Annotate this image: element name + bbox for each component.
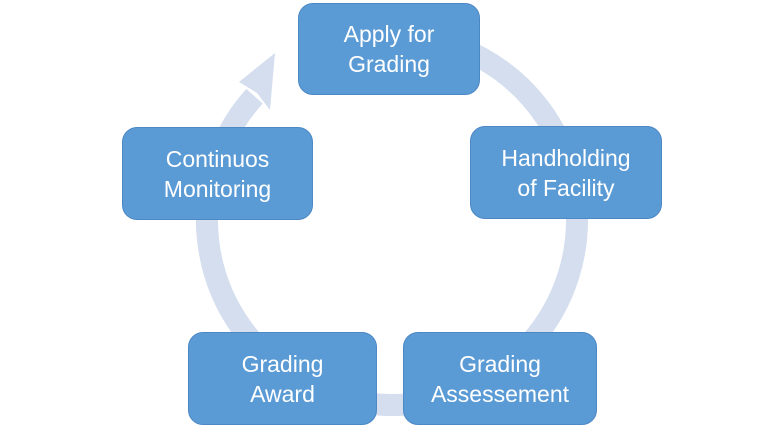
cycle-node-grading-award: Grading Award xyxy=(188,332,377,425)
node-label-line: Grading xyxy=(241,350,324,377)
cycle-node-handholding-of-facility: Handholding of Facility xyxy=(470,126,662,219)
cycle-node-grading-assessement: Grading Assessement xyxy=(403,332,597,425)
cycle-node-continuos-monitoring: Continuos Monitoring xyxy=(122,127,313,220)
node-label-line: Assessement xyxy=(430,380,570,407)
node-label-line: Grading xyxy=(348,51,430,77)
cycle-arrowhead-icon xyxy=(239,53,275,110)
node-label-line: Continuos xyxy=(165,145,270,172)
node-label-line: Apply for xyxy=(343,21,435,47)
node-label-line: Handholding xyxy=(501,144,631,171)
cycle-node-apply-for-grading: Apply for Grading xyxy=(298,3,480,95)
node-label-line: of Facility xyxy=(517,174,615,201)
node-label-line: Award xyxy=(250,380,315,407)
node-label-line: Grading xyxy=(459,350,541,377)
node-label-line: Monitoring xyxy=(163,175,272,202)
